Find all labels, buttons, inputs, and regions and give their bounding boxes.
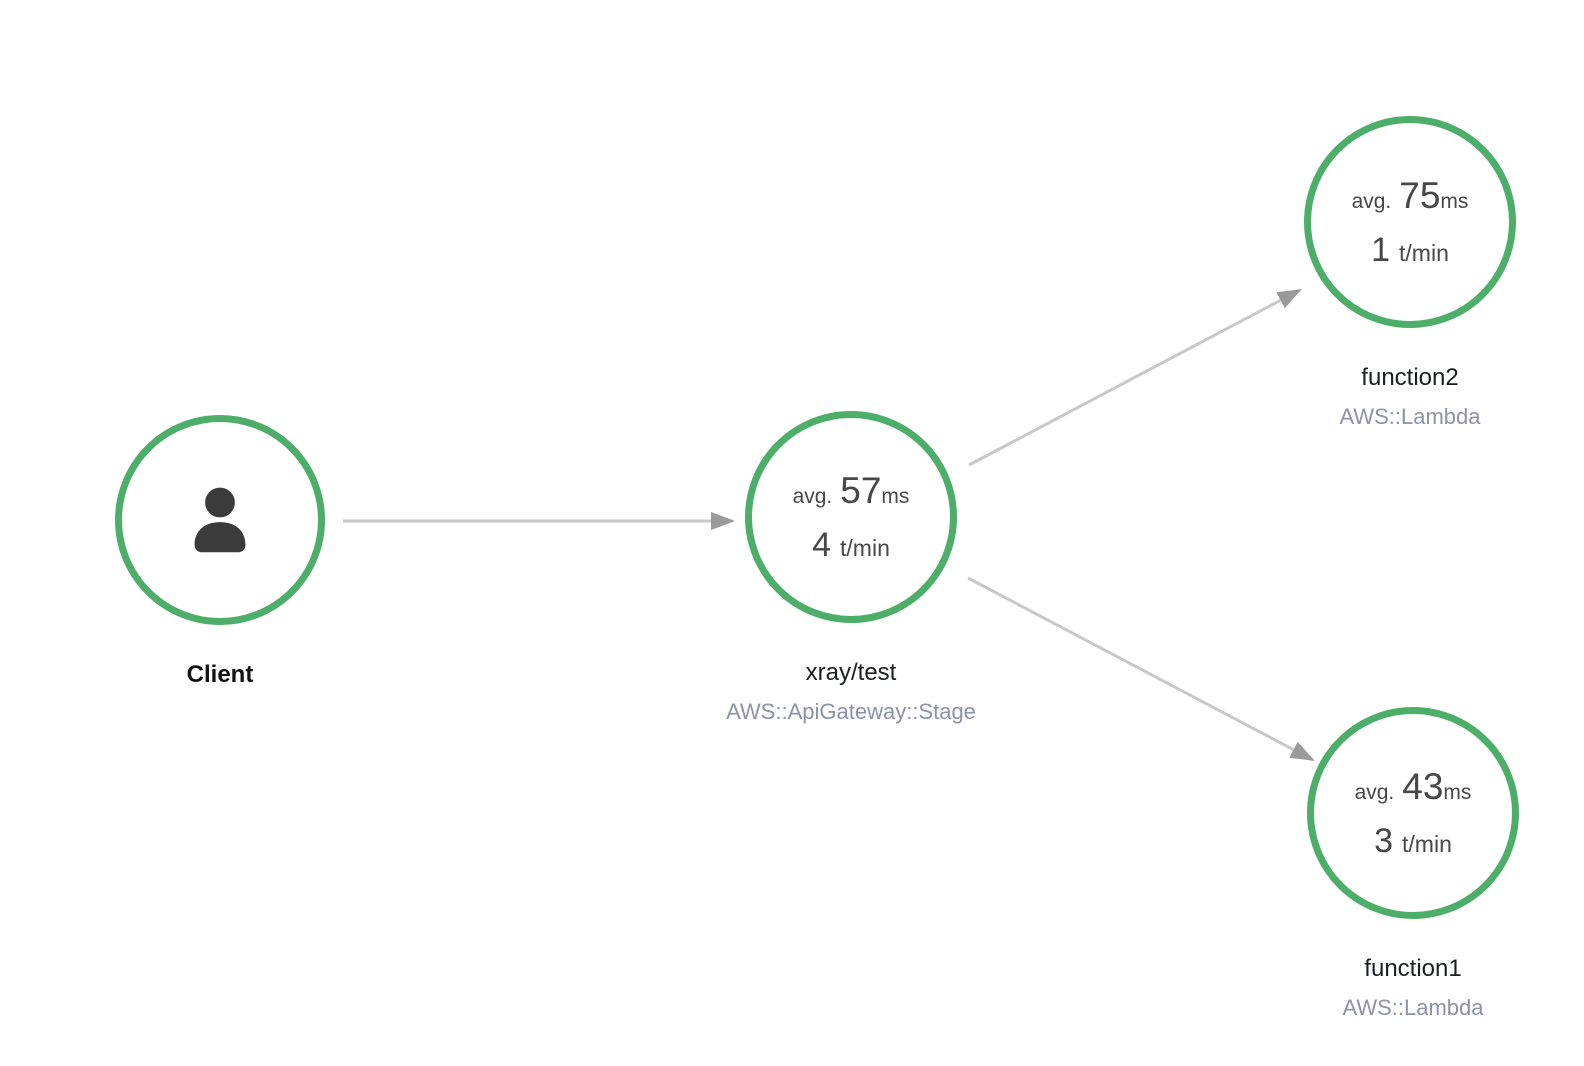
avg-prefix: avg. — [792, 484, 833, 508]
avg-latency-metric: avg. 75 ms — [1352, 175, 1469, 217]
node-label-function1: function1 — [1364, 955, 1462, 982]
avg-value: 57 — [840, 469, 882, 511]
avg-prefix: avg. — [1351, 189, 1392, 213]
avg-latency-metric: avg. 57 ms — [793, 470, 910, 512]
traffic-rate-metric: 4 t/min — [812, 526, 890, 565]
person-icon — [194, 483, 246, 553]
rate-unit: t/min — [1399, 239, 1449, 266]
rate-unit: t/min — [1402, 830, 1452, 857]
node-client: Client — [10, 415, 430, 689]
avg-value: 43 — [1402, 765, 1444, 807]
node-circle-client[interactable] — [115, 415, 325, 625]
node-label-client: Client — [186, 661, 254, 688]
avg-latency-metric: avg. 43 ms — [1355, 766, 1472, 808]
rate-value: 3 — [1374, 821, 1394, 860]
node-type-xray-test: AWS::ApiGateway::Stage — [726, 699, 976, 724]
node-circle-function1[interactable]: avg. 43 ms 3 t/min — [1307, 707, 1519, 919]
avg-value: 75 — [1399, 174, 1441, 216]
node-function1: avg. 43 ms 3 t/min function1 AWS::Lambda — [1203, 707, 1584, 1021]
rate-value: 1 — [1371, 230, 1391, 269]
edge-xray-test-to-function1[interactable] — [967, 576, 1315, 762]
rate-value: 4 — [812, 525, 832, 564]
node-function2: avg. 75 ms 1 t/min function2 AWS::Lambda — [1200, 116, 1584, 430]
rate-unit: t/min — [840, 534, 890, 561]
traffic-rate-metric: 1 t/min — [1371, 231, 1449, 270]
avg-unit: ms — [881, 484, 910, 508]
traffic-rate-metric: 3 t/min — [1374, 822, 1452, 861]
node-circle-function2[interactable]: avg. 75 ms 1 t/min — [1304, 116, 1516, 328]
node-circle-xray-test[interactable]: avg. 57 ms 4 t/min — [745, 411, 957, 623]
edge-xray-test-to-function2[interactable] — [968, 288, 1302, 467]
avg-unit: ms — [1443, 780, 1472, 804]
avg-prefix: avg. — [1354, 780, 1395, 804]
node-label-function2: function2 — [1361, 364, 1459, 391]
node-type-function2: AWS::Lambda — [1339, 404, 1481, 429]
node-type-function1: AWS::Lambda — [1342, 995, 1484, 1020]
avg-unit: ms — [1440, 189, 1469, 213]
node-label-xray-test: xray/test — [805, 659, 897, 686]
node-xray-test: avg. 57 ms 4 t/min xray/test AWS::ApiGat… — [641, 411, 1061, 725]
